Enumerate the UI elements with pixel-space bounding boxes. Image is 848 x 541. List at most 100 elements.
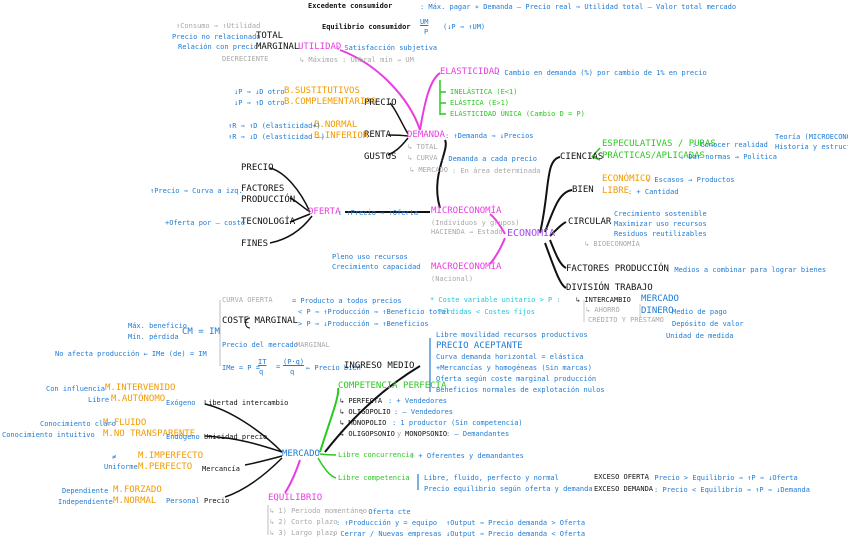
coste-marginal-1: < P ⇒ ↑Producción ⇒ ↑Beneficio total — [298, 308, 450, 316]
mercado-no-transparente: M.NO TRANSPARENTE — [103, 429, 196, 439]
equilibrio-p1-def: : Oferta cte — [360, 508, 411, 516]
mercado-precio: Precio — [204, 497, 230, 505]
utilidad-def: : Satisfacción subjetiva — [336, 44, 438, 52]
equilibrio-title: EQUILIBRIO — [268, 493, 323, 503]
oferta-def: : ↑Precio ⇒ ↑Oferta — [338, 209, 419, 217]
oferta-factores-rule: ↑Precio ⇒ Curva a izq. — [150, 187, 243, 195]
equilibrio-output-up: ↑Output ⇒ Precio demanda > Oferta — [446, 519, 586, 527]
equilibrio-consumidor: Equilibrio consumidor — [322, 23, 411, 31]
excedente-def: : Máx. pagar ∗ Demanda – Precio real ⇒ U… — [420, 3, 737, 11]
equilibrio-output-down: ↓Output ⇒ Precio demanda < Oferta — [446, 530, 586, 538]
comp-y: y — [397, 430, 402, 438]
mercado-independiente: Independiente — [58, 498, 113, 506]
dinero-f1: Medio de pago — [672, 308, 727, 316]
link-economia-micro — [489, 213, 506, 235]
bien-economico-def: : Escasos → Productos — [646, 176, 735, 184]
mercado-perfecto: M.PERFECTO — [138, 462, 193, 472]
mercado-libertad: Libertad intercambio — [204, 399, 289, 407]
demanda-def: : ↑Demanda ⇒ ↓Precios — [445, 132, 534, 140]
competencia-c5: Oferta según coste marginal producción — [436, 375, 597, 383]
comp-oligopolio: ↳ OLIGOPOLIO — [340, 408, 391, 416]
equilibrio-frac-num: UM — [420, 18, 429, 26]
demanda-mercado: ↳ MERCADO — [410, 166, 448, 174]
libre-competencia: Libre competencia — [338, 474, 410, 482]
competencia-c6: Beneficios normales de explotación nulos — [436, 386, 605, 394]
precio-bien: ← Precio bien — [306, 364, 361, 372]
comp-monopsonio-def: : – Demandantes — [446, 430, 510, 438]
link-economia-division — [544, 242, 567, 289]
link-mercado-equilibrio — [284, 459, 301, 494]
demanda-normal-rule: ↑R ⇒ ↑D (elasticidad+) — [228, 122, 321, 130]
ciencias-especulativas-def: : Conocer realidad — [692, 141, 768, 149]
ciencias-especulativas: ESPECULATIVAS / PURAS — [602, 139, 716, 149]
micro-sub: (Individuos y grupos) — [431, 219, 520, 227]
macro-title: MACROECONOMÍA — [431, 262, 502, 272]
circular-l1: Crecimiento sostenible — [614, 210, 707, 218]
macro-l2: Crecimiento capacidad — [332, 263, 421, 271]
circular-l3: Residuos reutilizables — [614, 230, 707, 238]
factores-def: : Medios a combinar para lograr bienes — [666, 266, 827, 274]
link-micro-demanda — [436, 139, 447, 209]
libre-competencia-1: Libre, fluido, perfecto y normal — [424, 474, 559, 482]
competencia-c2: PRECIO ACEPTANTE — [436, 341, 523, 351]
mercado-libre: Libre — [88, 396, 110, 404]
demanda-renta: RENTA — [364, 130, 392, 140]
demanda-mercado-def: : En área determinada — [452, 167, 541, 175]
ime-frac-it: IT — [258, 358, 267, 366]
curva-oferta: CURVA OFERTA — [222, 296, 273, 304]
cm-bracket — [245, 317, 251, 329]
comp-monopolio-def: : 1 productor (Sin competencia) — [392, 419, 523, 427]
elasticidad-def: : Cambio en demanda (%) por cambio de 1%… — [496, 69, 707, 77]
demanda-total: ↳ TOTAL — [408, 143, 438, 151]
utilidad-maximos: ↳ Máximos : Umbral mín → UM — [300, 56, 414, 64]
comp-perfecta-def: : + Vendedores — [388, 397, 448, 405]
mercado-forzado: M.FORZADO — [113, 485, 162, 495]
link-economia-factores — [549, 239, 567, 269]
demanda-complementarios: B.COMPLEMENTARIOS — [284, 97, 377, 107]
demanda-sust-rule: ↓P ⇒ ↓D otro — [234, 88, 285, 96]
micro-title: MICROECONOMÍA — [431, 206, 502, 216]
demanda-inferior-rule: ↑R ⇒ ↓D (elasticidad –) — [228, 133, 325, 141]
mercado-claro: Conocimiento claro — [40, 420, 116, 428]
demanda-gustos: GUSTOS — [364, 152, 397, 162]
libre-competencia-2: Precio equilibrio según oferta y demanda — [424, 485, 593, 493]
link-oferta-precio — [269, 167, 311, 213]
ime-frac-q: q — [259, 368, 264, 376]
precio-mercado: Precio del mercado — [222, 341, 298, 349]
demanda-normal: B.NORMAL — [314, 120, 358, 130]
competencia-c3: Curva demanda horizontal = elástica — [436, 353, 584, 361]
equilibrio-p3-def: : Cerrar / Nuevas empresas — [332, 530, 442, 538]
comp-oligopolio-def: : – Vendedores — [394, 408, 454, 416]
factores-title: FACTORES PRODUCCIÓN — [566, 264, 669, 274]
link-mercado-librecomp — [317, 457, 337, 479]
cm-im: CM = IM — [182, 327, 220, 337]
link-economia-circular — [549, 221, 567, 237]
min-perdida: Mín. pérdida — [128, 333, 179, 341]
macro-sub: (Nacional) — [431, 275, 474, 283]
no-afecta: No afecta producción ← IMe (de) = IM — [55, 350, 207, 358]
competencia-c4: +Mercancías y homogéneas (Sin marcas) — [436, 364, 592, 372]
link-demanda-precio — [389, 102, 409, 135]
link-oferta-factores — [289, 197, 311, 213]
link-demanda-renta — [387, 134, 409, 137]
economia-title: ECONOMÍA — [507, 228, 556, 239]
equilibrio-p2: ↳ 2) Corto plazo — [270, 518, 338, 526]
utilidad-marginal: MARGINAL — [256, 42, 300, 52]
elasticidad-title: ELASTICIDAD — [440, 67, 500, 77]
oferta-factores: FACTORES PRODUCCIÓN — [241, 184, 296, 205]
curva-oferta-def: = Producto a todos precios — [292, 297, 402, 305]
demanda-inferior: B.INFERIOR — [314, 131, 369, 141]
dinero-f3: Unidad de medida — [666, 332, 734, 340]
utilidad-title: UTILIDAD — [298, 42, 342, 52]
division-mercado: MERCADO — [641, 294, 679, 304]
oferta-tecnologia-rule: +Oferta por – coste — [165, 219, 246, 227]
ciencias-teoria: Teoría (MICROECONOMÍA) — [775, 133, 848, 141]
equilibrio-p1: ↳ 1) Periodo momentáneo — [270, 507, 367, 515]
comp-monopsonio: MONOPSONIO — [405, 430, 448, 438]
micro-hacienda: HACIENDA → Estado — [431, 228, 503, 236]
competencia-c1: Libre movilidad recursos productivos — [436, 331, 588, 339]
demanda-curva-def: : Demanda a cada precio — [440, 155, 537, 163]
link-demanda-utilidad — [339, 49, 421, 131]
ime-label: IMe = P = — [222, 364, 260, 372]
mercado-intervenido: M.INTERVENIDO — [105, 383, 176, 393]
